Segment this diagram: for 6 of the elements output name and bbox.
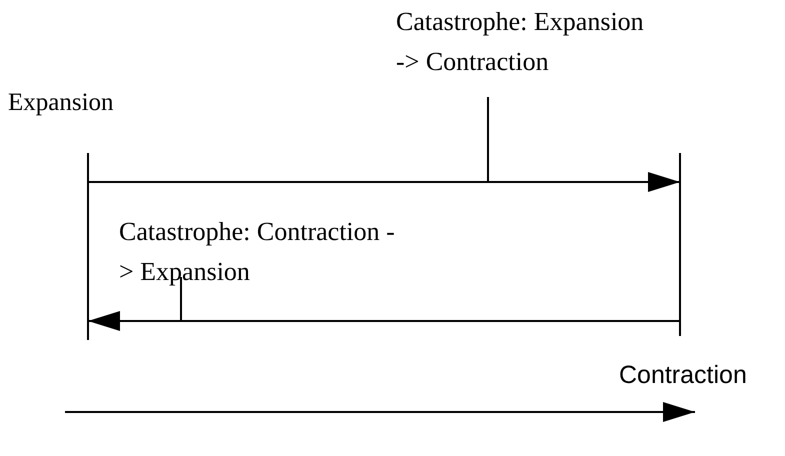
catastrophe-label: Catastrophe: Contraction -> Expansion: [119, 216, 396, 288]
leader-line: [180, 277, 182, 321]
leader-line: [487, 97, 489, 182]
state-label: Expansion: [8, 88, 114, 118]
catastrophe-label: Catastrophe: Expansion -> Contraction: [396, 6, 645, 78]
state-label: Contraction: [619, 360, 747, 390]
